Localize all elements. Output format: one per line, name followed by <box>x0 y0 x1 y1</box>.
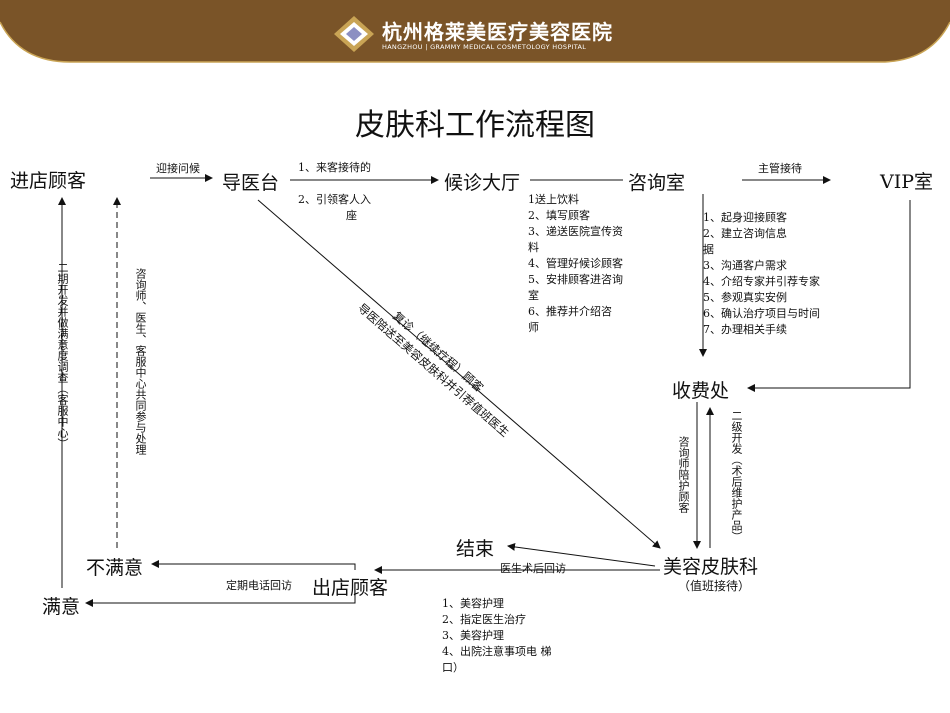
node-unsatisfied: 不满意 <box>86 557 144 579</box>
label-greet: 迎接问候 <box>156 162 200 175</box>
note-waiting-line: 4、管理好候诊顾客 <box>528 257 623 270</box>
arrow-leave-to-unsatisfied <box>151 560 356 570</box>
node-satisfied: 满意 <box>42 596 81 618</box>
node-waiting-hall: 候诊大厅 <box>444 172 521 194</box>
label-supervisor: 主管接待 <box>758 162 802 175</box>
node-derm-dept: 美容皮肤科 <box>663 556 759 578</box>
note-guide-line: 座 <box>346 209 357 222</box>
node-derm-dept-sub: （值班接待） <box>678 579 751 593</box>
hospital-name-en: HANGZHOU | GRAMMY MEDICAL COSMETOLOGY HO… <box>382 43 587 51</box>
hospital-name-cn: 杭州格莱美医疗美容医院 <box>382 20 613 44</box>
arrow-guide-to-derm <box>257 199 661 549</box>
note-waiting-line: 2、填写顾客 <box>528 209 590 222</box>
note-guide: 1、来客接待的 2、引领客人入 座 <box>298 160 371 224</box>
note-derm: 1、美容护理 2、指定医生治疗 3、美容护理 4、出院注意事项电 梯 口） <box>442 596 552 676</box>
label-secondary-dev: 二级开发（术后维护产品） <box>730 410 743 542</box>
header-banner: 杭州格莱美医疗美容医院 HANGZHOU | GRAMMY MEDICAL CO… <box>0 0 950 70</box>
label-left-vertical: 二期开发并做满意度调查（客服中心） <box>56 262 69 449</box>
note-derm-line: 1、美容护理 <box>442 597 504 610</box>
note-waiting: 1送上饮料 2、填写顾客 3、递送医院宣传资 料 4、管理好候诊顾客 5、安排顾… <box>528 192 623 336</box>
header-background <box>0 0 950 63</box>
note-derm-line: 4、出院注意事项电 梯 <box>442 645 552 658</box>
node-enter-customer: 进店顾客 <box>10 170 87 192</box>
note-waiting-line: 1送上饮料 <box>528 193 579 206</box>
note-waiting-line: 料 <box>528 241 539 254</box>
label-consultant-escort: 咨询师陪护顾客 <box>677 436 690 513</box>
note-derm-line: 2、指定医生治疗 <box>442 613 526 626</box>
note-derm-line: 3、美容护理 <box>442 629 504 642</box>
arrow-leave-to-satisfied <box>85 592 356 607</box>
note-consult-line: 5、参观真实安例 <box>703 291 787 304</box>
diamond-logo-icon <box>334 16 374 52</box>
note-derm-line: 口） <box>442 661 464 674</box>
note-consult-line: 7、办理相关手续 <box>703 323 787 336</box>
note-consult-line: 6、确认治疗项目与时间 <box>703 307 820 320</box>
arrow-derm-to-end <box>507 542 656 567</box>
arrow-vip-to-cashier <box>747 200 911 392</box>
node-vip-room: VIP室 <box>880 171 934 193</box>
note-consult-line: 3、沟通客户需求 <box>703 259 787 272</box>
node-consult-room: 咨询室 <box>628 172 686 194</box>
node-leave-customer: 出店顾客 <box>312 577 389 599</box>
note-guide-line: 2、引领客人入 <box>298 193 371 206</box>
note-waiting-line: 3、递送医院宣传资 <box>528 225 623 238</box>
node-end: 结束 <box>456 538 495 560</box>
label-mid-vertical: 咨询师、医生、客服中心共同参与处理 <box>134 268 147 455</box>
note-waiting-line: 室 <box>528 289 539 302</box>
label-post-op-followup: 医生术后回访 <box>500 562 566 575</box>
note-consult-line: 2、建立咨询信息 <box>703 227 787 240</box>
note-consult-line: 1、起身迎接顾客 <box>703 211 787 224</box>
hospital-logo: 杭州格莱美医疗美容医院 HANGZHOU | GRAMMY MEDICAL CO… <box>330 12 630 58</box>
note-waiting-line: 5、安排顾客进咨询 <box>528 273 623 286</box>
note-consult-line: 据 <box>703 243 714 256</box>
note-waiting-line: 6、推荐并介绍咨 <box>528 305 612 318</box>
label-phone-followup: 定期电话回访 <box>226 579 292 592</box>
page-title: 皮肤科工作流程图 <box>355 108 595 143</box>
note-waiting-line: 师 <box>528 321 539 334</box>
note-consult: 1、起身迎接顾客 2、建立咨询信息 据 3、沟通客户需求 4、介绍专家并引荐专家… <box>703 210 820 338</box>
note-guide-line: 1、来客接待的 <box>298 161 371 174</box>
node-guide-desk: 导医台 <box>222 172 280 194</box>
note-consult-line: 4、介绍专家并引荐专家 <box>703 275 820 288</box>
node-cashier: 收费处 <box>672 380 730 402</box>
